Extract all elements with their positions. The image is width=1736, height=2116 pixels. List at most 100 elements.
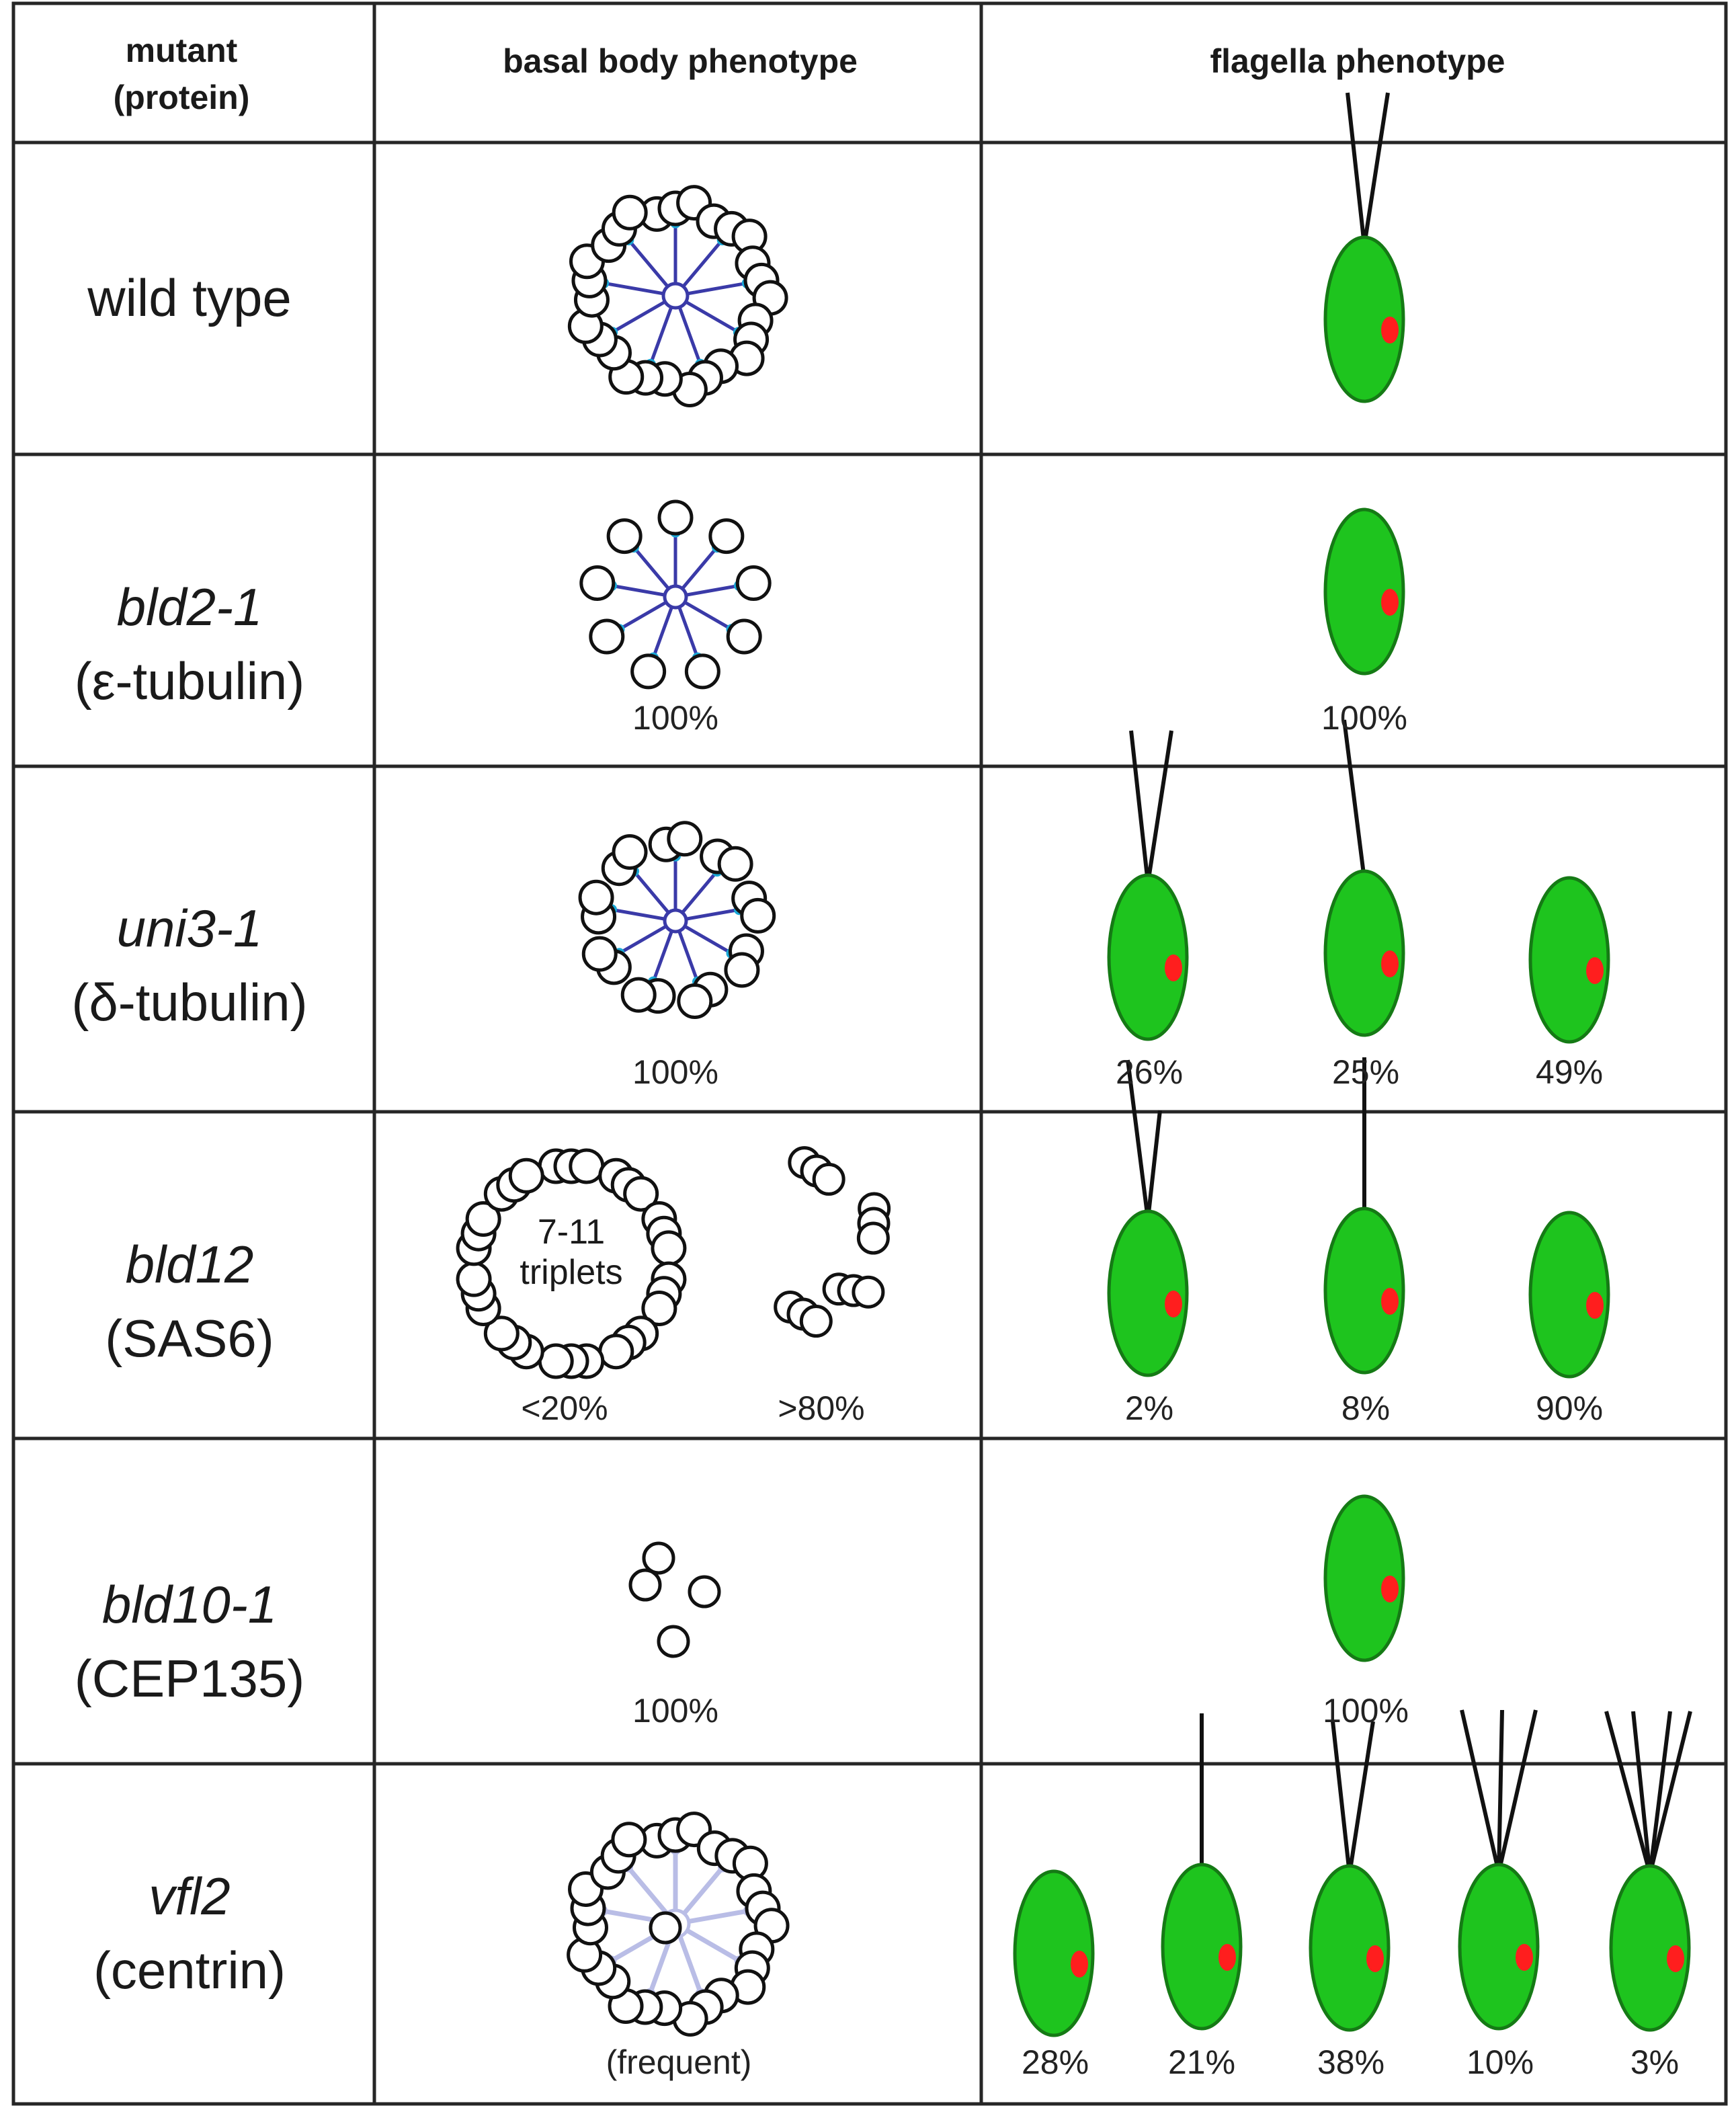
chlamydomonas-cell [1323,1494,1405,1662]
microtubule [651,1230,687,1266]
eyespot [1165,1291,1182,1317]
header-basal: basal body phenotype [503,42,858,80]
eyespot [1165,954,1182,981]
flagellum [1362,92,1390,246]
table-grid [11,1,1728,2106]
microtubule [569,1148,605,1184]
flagellum [1348,1721,1375,1875]
basal-body-bld12-ring [456,1148,687,1379]
eyespot [1381,1576,1399,1602]
bld12-flag-pct-1: 2% [1125,1389,1173,1427]
microtubule [628,1568,662,1602]
eyespot [1586,1292,1604,1319]
flagellum [1146,1110,1162,1220]
chlamydomonas-cell [1323,507,1405,676]
eyespot [1381,950,1399,977]
vfl2-flag-pct-4: 10% [1466,2043,1534,2081]
eyespot [1381,1288,1399,1315]
flagellum [1460,1709,1501,1873]
microtubule [465,1201,501,1237]
row-bld2-name: bld2-1 [117,577,263,637]
cell-body [1013,1869,1095,2037]
row-bld10-protein: (CEP135) [75,1649,304,1708]
row-vfl2-protein: (centrin) [93,1941,286,2000]
bld2-basal-pct: 100% [632,699,718,737]
eyespot [1381,317,1399,343]
header-mutant-line2: (protein) [114,79,250,116]
microtubule [589,618,625,655]
bld12-inner-line1: 7-11 [538,1213,605,1252]
basal-body-bld12-fragments [774,1146,891,1338]
bld10-basal-pct: 100% [632,1692,718,1730]
cell-body [1309,1864,1391,2032]
basal-body-bld2 [579,499,772,690]
flagellum [1342,719,1366,880]
uni3-flag-pct-3: 49% [1536,1053,1603,1091]
chlamydomonas-cell [1323,92,1405,403]
chlamydomonas-cell [1604,1711,1692,2032]
bld10-flag-pct: 100% [1323,1692,1409,1730]
uni3-basal-pct: 100% [632,1053,718,1091]
microtubule [612,834,648,870]
chlamydomonas-cell [1013,1869,1095,2037]
flagellum [1648,1711,1672,1875]
cartwheel-hub [661,282,690,310]
microtubule [620,977,657,1013]
row-vfl2-name: vfl2 [149,1867,230,1926]
row-uni3-name: uni3-1 [117,899,263,958]
header-flagella: flagella phenotype [1210,42,1505,80]
flagellum [1631,1711,1652,1875]
row-bld10-name: bld10-1 [102,1575,277,1634]
cell-body [1323,507,1405,676]
cell-body [1609,1864,1691,2032]
microtubule [735,565,772,602]
microtubule [606,518,643,555]
cell-body [1323,235,1405,403]
cell-body [1323,1207,1405,1375]
microtubule [623,1176,659,1212]
chlamydomonas-cell [1528,876,1610,1044]
cell-body [1528,1211,1610,1379]
microtubule [812,1162,845,1196]
microtubule [630,653,667,690]
eyespot [1667,1945,1684,1972]
chlamydomonas-cell [1458,1709,1540,2031]
cell-body [1323,1494,1405,1662]
microtubule [856,1221,890,1255]
bld2-flag-pct: 100% [1321,699,1407,737]
microtubule [688,1575,721,1609]
microtubule [657,499,694,536]
chlamydomonas-cell [1528,1211,1610,1379]
basal-body-vfl2 [567,1812,790,2037]
cell-body [1323,869,1405,1037]
bld12-flag-pct-3: 90% [1536,1389,1603,1427]
microtubule [852,1275,885,1309]
chlamydomonas-cell [1161,1713,1243,2031]
basal-body-bld10 [628,1541,721,1658]
microtubule [684,653,720,690]
row-bld2-protein: (ε-tubulin) [75,651,305,710]
chlamydomonas-cell [1323,1057,1405,1375]
basal-body-uni3 [578,821,776,1020]
cartwheel-hub [663,908,688,934]
chlamydomonas-cell [1107,730,1189,1041]
microtubule [612,194,648,231]
row-uni3-protein: (δ-tubulin) [71,973,307,1032]
microtubule [642,1541,675,1575]
flagellum [1129,730,1150,884]
cell-body [1458,1863,1540,2031]
cell-body [1161,1863,1243,2031]
microtubule [799,1305,833,1338]
cell-body [1528,876,1610,1044]
flagellum [1126,1059,1150,1220]
microtubule [649,1911,682,1945]
flagellum [1331,1721,1352,1875]
eyespot [1071,1951,1088,1978]
bld12-basal-pct-2: >80% [778,1389,864,1427]
microtubule [677,983,713,1020]
microtubule [724,952,760,988]
microtubule [581,936,618,972]
microtubule [579,565,616,602]
flagellum [1346,92,1366,246]
